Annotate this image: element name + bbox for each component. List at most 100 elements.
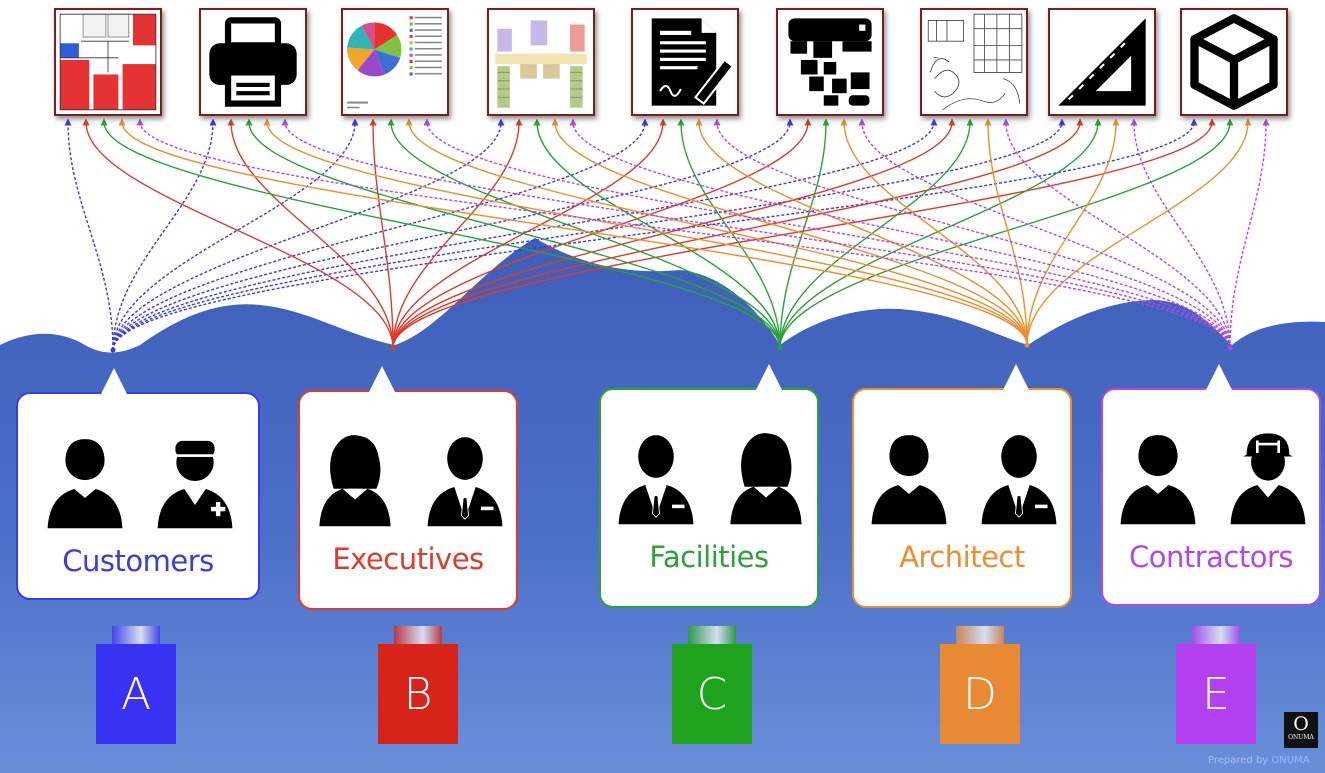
architect-link: [405, 118, 1028, 346]
architect-link: [118, 118, 1028, 346]
customers-link: [112, 118, 938, 351]
svg-text:~: ~: [932, 52, 939, 62]
onuma-logo: O ONUMA: [1284, 712, 1318, 748]
battery-cap: [394, 626, 442, 644]
architect-link: [1026, 118, 1120, 346]
customers-card: Customers: [16, 368, 260, 600]
contractors-link: [1002, 118, 1231, 349]
architect-link: [695, 118, 1028, 346]
contractors-link: [858, 118, 1231, 349]
executives-card: Executives: [298, 366, 518, 610]
qr-code-icon: [778, 10, 882, 114]
woman-icon: [719, 428, 813, 526]
battery-cap: [1192, 626, 1240, 644]
architect-link: [840, 118, 1028, 346]
document-tile: [54, 8, 162, 116]
construction-worker-icon: [1221, 428, 1315, 526]
document-tile: [1048, 8, 1156, 116]
businessman-icon: [972, 428, 1066, 526]
contractors-link: [281, 118, 1231, 349]
executives-link: [369, 118, 394, 349]
executives-link: [227, 118, 394, 349]
facilities-link: [100, 118, 781, 349]
executives-label: Executives: [332, 542, 484, 576]
architect-link: [984, 118, 1028, 346]
customers-label: Customers: [62, 544, 214, 578]
executives-link: [392, 118, 956, 349]
doctor-icon: [148, 432, 242, 530]
architect-link: [551, 118, 1028, 346]
people-icons: [601, 428, 817, 528]
pie-chart-report-icon: [343, 10, 447, 114]
set-square-icon: [1050, 10, 1154, 114]
contractors-label: Contractors: [1128, 540, 1294, 574]
battery-contractors: E: [1176, 626, 1256, 744]
facilities-link: [677, 118, 781, 349]
floor-plan-color-icon: [56, 10, 160, 114]
document-tile: [631, 8, 739, 116]
document-tile: ~: [920, 8, 1028, 116]
customers-link: [112, 118, 794, 351]
architect-card: Architect: [852, 364, 1072, 608]
facilities-link: [779, 118, 830, 349]
document-tile: [1180, 8, 1288, 116]
architect-label: Architect: [899, 540, 1025, 574]
executives-link: [82, 118, 394, 349]
facilities-link: [779, 118, 1102, 349]
man-icon: [38, 432, 132, 530]
battery-cap: [956, 626, 1004, 644]
businessman-icon: [609, 428, 703, 526]
facilities-link: [245, 118, 781, 349]
executives-link: [392, 118, 667, 349]
battery-cap: [688, 626, 736, 644]
printer-icon: [201, 10, 305, 114]
customers-link: [112, 118, 1198, 351]
people-icons: [1103, 428, 1319, 528]
callout-pointer: [1003, 364, 1029, 390]
people-icons: [18, 432, 258, 532]
battery-letter: B: [378, 644, 458, 744]
connection-lines: [64, 118, 1270, 353]
callout-pointer: [369, 366, 395, 392]
sketch-plan-icon: ~: [922, 10, 1026, 114]
facilities-label: Facilities: [649, 540, 769, 574]
executives-link: [392, 118, 523, 349]
executives-hub: [390, 345, 396, 351]
executives-link: [392, 118, 812, 349]
battery-customers: A: [96, 626, 176, 744]
callout-pointer: [1206, 364, 1232, 390]
battery-architect: D: [940, 626, 1020, 744]
executives-link: [392, 118, 1084, 349]
battery-facilities: C: [672, 626, 752, 744]
facilities-link: [779, 118, 1234, 349]
document-tile: [776, 8, 884, 116]
customers-link: [112, 118, 505, 351]
facilities-card: Facilities: [599, 364, 819, 608]
contractors-link: [1229, 118, 1270, 349]
people-icons: [300, 430, 516, 530]
man-icon: [1111, 428, 1205, 526]
battery-letter: C: [672, 644, 752, 744]
battery-executives: B: [378, 626, 458, 744]
footer-credit: Prepared by ONUMA: [1208, 755, 1310, 766]
architect-link: [263, 118, 1028, 346]
woman-icon: [308, 430, 402, 528]
3d-cube-icon: [1182, 10, 1286, 114]
document-tile: [487, 8, 595, 116]
customers-link: [64, 118, 114, 351]
battery-letter: A: [96, 644, 176, 744]
contractors-link: [713, 118, 1231, 349]
architect-link: [1026, 118, 1252, 346]
callout-pointer: [101, 368, 127, 394]
contractors-card: Contractors: [1101, 364, 1321, 606]
contractors-hub: [1227, 345, 1233, 351]
businessman-icon: [418, 430, 512, 528]
architect-hub: [1024, 342, 1030, 348]
signed-contract-icon: [633, 10, 737, 114]
customers-link: [112, 118, 359, 351]
battery-letter: D: [940, 644, 1020, 744]
battery-cap: [112, 626, 160, 644]
facilities-link: [779, 118, 974, 349]
people-icons: [854, 428, 1070, 528]
building-section-icon: [489, 10, 593, 114]
